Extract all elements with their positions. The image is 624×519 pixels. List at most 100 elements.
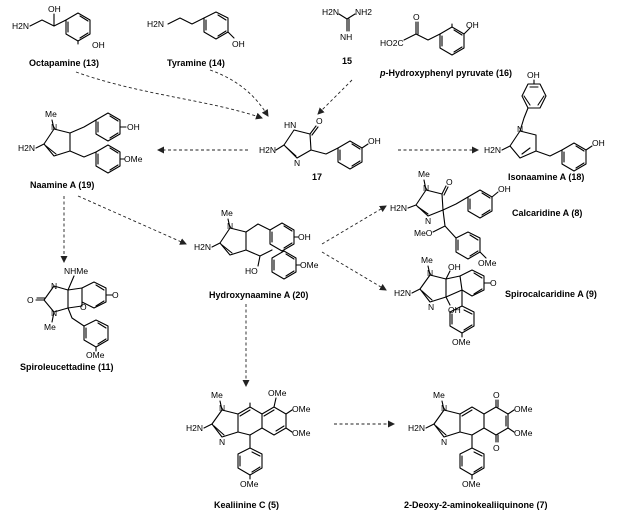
isonaamine-oh: OH [592, 138, 605, 148]
calcaridine-me: Me [418, 169, 430, 179]
spirocalcaridine-n2: N [428, 302, 434, 312]
calcaridine-n: N [423, 183, 429, 193]
isonaamine-structure: OH N H2N OH [484, 70, 605, 172]
octopamine-h2n: H2N [12, 21, 29, 31]
spirocalcaridine-label: Spirocalcaridine A (9) [505, 289, 597, 299]
tyramine-label: Tyramine (14) [167, 58, 225, 68]
naamine-me: Me [45, 109, 57, 119]
naamine-h2n: H2N [18, 143, 35, 153]
calcaridine-o: O [446, 177, 453, 187]
spiroleucettadine-o-left: O [27, 295, 34, 305]
intermediate-hn: HN [284, 120, 296, 130]
arrow-hydroxynaamine-to-spirocalcaridine [321, 251, 387, 291]
isonaamine-top-oh: OH [527, 70, 540, 80]
kealiinine-n2: N [219, 437, 225, 447]
hydroxynaamine-ho: HO [245, 266, 258, 276]
pyruvate-ho2c: HO2C [380, 38, 404, 48]
intermediate-label: 17 [312, 172, 322, 182]
calcaridine-label: Calcaridine A (8) [512, 208, 582, 218]
quinone-o-top: O [493, 390, 500, 400]
pyruvate-oh: OH [466, 20, 479, 30]
arrow-tyramine-to-17 [209, 69, 269, 117]
octopamine-label: Octapamine (13) [29, 58, 99, 68]
spiroleucettadine-nhme: NHMe [64, 266, 88, 276]
spirocalcaridine-structure: Me N OH H2N N OH O OMe [394, 255, 497, 347]
pathway-arrows [60, 69, 479, 428]
spirocalcaridine-me: Me [421, 255, 433, 265]
intermediate-oh: OH [368, 136, 381, 146]
calcaridine-ome: OMe [478, 258, 497, 268]
calcaridine-meo: MeO [414, 228, 433, 238]
quinone-me: Me [433, 390, 445, 400]
isonaamine-n: N [517, 124, 523, 134]
naamine-ome: OMe [124, 154, 143, 164]
quinone-label: 2-Deoxy-2-aminokealiiquinone (7) [404, 500, 548, 510]
isonaamine-h2n: H2N [484, 145, 501, 155]
spirocalcaridine-oh-bottom: OH [448, 305, 461, 315]
octopamine-structure: OH H2N OH [12, 4, 105, 50]
spiroleucettadine-o-ring: O [80, 302, 87, 312]
kealiinine-ome-2: OMe [292, 404, 311, 414]
tyramine-h2n: H2N [147, 19, 164, 29]
spiroleucettadine-n1: N [51, 281, 57, 291]
isonaamine-label: Isonaamine A (18) [508, 172, 584, 182]
quinone-ome-1: OMe [514, 404, 533, 414]
hydroxynaamine-oh: OH [298, 232, 311, 242]
arrow-hydroxynaamine-to-calcaridine [321, 205, 387, 245]
calcaridine-structure: Me N O H2N N OH MeO OMe [390, 169, 511, 268]
kealiinine-n1: N [219, 403, 225, 413]
kealiinine-ome-4: OMe [240, 479, 259, 489]
spiroleucettadine-label: Spiroleucettadine (11) [20, 362, 114, 372]
guanidine-nh2: NH2 [355, 7, 372, 17]
guanidine-label: 15 [342, 56, 352, 66]
guanidine-structure: H2N NH2 NH [322, 7, 372, 42]
arrow-pyruvate-to-17 [317, 79, 353, 115]
spiroleucettadine-o-right: O [112, 290, 119, 300]
quinone-ome-3: OMe [462, 479, 481, 489]
tyramine-oh: OH [232, 39, 245, 49]
arrow-naamine-to-hydroxynaamine [77, 195, 187, 245]
kealiinine-ome-1: OMe [268, 388, 287, 398]
kealiinine-label: Kealiinine C (5) [214, 500, 279, 510]
quinone-ome-2: OMe [514, 428, 533, 438]
arrow-octopamine-to-17 [75, 71, 263, 120]
quinone-structure: Me N H2N N O O OMe OMe OMe [408, 390, 533, 489]
spirocalcaridine-o: O [490, 278, 497, 288]
guanidine-h2n: H2N [322, 7, 339, 17]
naamine-n1: N [51, 122, 57, 132]
pyruvate-structure: O HO2C OH [380, 12, 479, 56]
octopamine-ring-oh: OH [92, 40, 105, 50]
tyramine-structure: H2N OH [147, 11, 245, 49]
calcaridine-oh: OH [498, 184, 511, 194]
hydroxynaamine-structure: Me N H2N HO OH OMe [194, 208, 319, 280]
spirocalcaridine-oh-top: OH [448, 262, 461, 272]
pyruvate-label: p-Hydroxyphenyl pyruvate (16) [379, 68, 512, 78]
hydroxynaamine-n: N [227, 221, 233, 231]
calcaridine-n2: N [425, 216, 431, 226]
spiroleucettadine-n2: N [51, 308, 57, 318]
spiroleucettadine-ome: OMe [86, 350, 105, 360]
hydroxynaamine-h2n: H2N [194, 242, 211, 252]
intermediate-structure: HN O N H2N OH [259, 116, 381, 170]
kealiinine-h2n: H2N [186, 423, 203, 433]
spiroleucettadine-me: Me [44, 322, 56, 332]
intermediate-h2n: H2N [259, 145, 276, 155]
quinone-h2n: H2N [408, 423, 425, 433]
spirocalcaridine-ome: OMe [452, 337, 471, 347]
guanidine-nh: NH [340, 32, 352, 42]
kealiinine-ome-3: OMe [292, 428, 311, 438]
spirocalcaridine-h2n: H2N [394, 288, 411, 298]
intermediate-o: O [316, 116, 323, 126]
quinone-o-bottom: O [493, 443, 500, 453]
quinone-n2: N [441, 437, 447, 447]
spirocalcaridine-n: N [427, 268, 433, 278]
pyruvate-o: O [413, 12, 420, 22]
kealiinine-structure: Me N H2N N OMe OMe OMe OMe [186, 388, 311, 489]
hydroxynaamine-me: Me [221, 208, 233, 218]
hydroxynaamine-label: Hydroxynaamine A (20) [209, 290, 308, 300]
naamine-label: Naamine A (19) [30, 180, 94, 190]
calcaridine-h2n: H2N [390, 203, 407, 213]
spiroleucettadine-structure: NHMe N O N Me O O OMe [27, 266, 119, 360]
hydroxynaamine-ome: OMe [300, 260, 319, 270]
